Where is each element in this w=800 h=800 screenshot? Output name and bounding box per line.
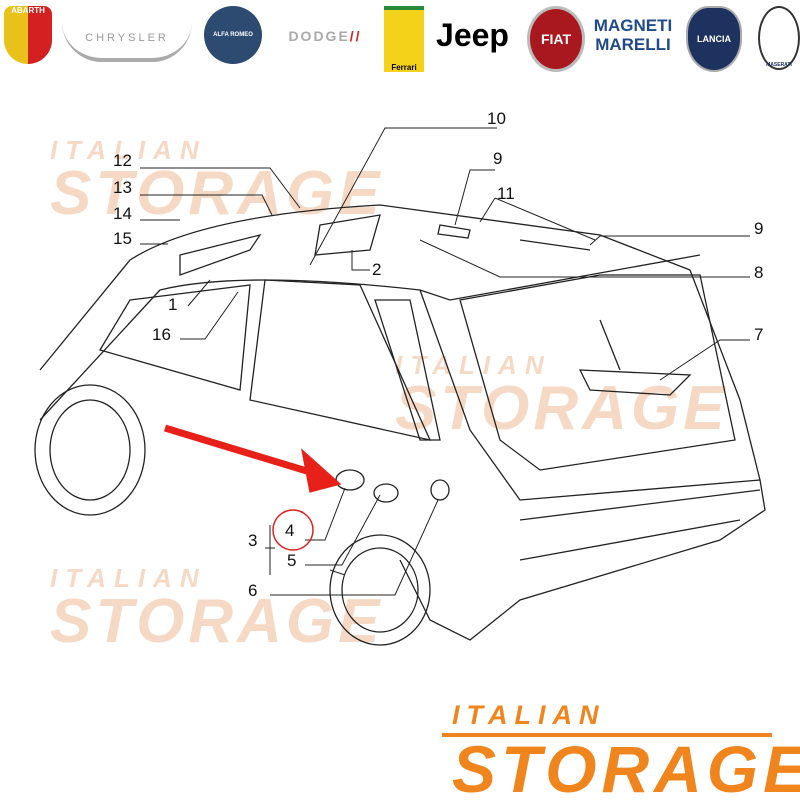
jeep-logo: Jeep (436, 16, 509, 53)
alfa-romeo-logo: ALFA ROMEO (204, 6, 262, 64)
chrysler-logo: CHRYSLER (62, 18, 192, 62)
callout-8: 8 (754, 263, 764, 282)
callout-13: 13 (113, 178, 132, 197)
callout-1: 1 (168, 295, 178, 314)
abarth-logo: ABARTH (4, 6, 52, 64)
callout-6: 6 (248, 581, 258, 600)
callout-7: 7 (754, 325, 764, 344)
callout-5: 5 (287, 551, 297, 570)
callout-2: 2 (372, 260, 382, 279)
callout-9: 9 (493, 149, 503, 168)
maserati-logo: MASERATI (758, 6, 800, 70)
callout-16: 16 (152, 325, 171, 344)
highlight-circle (272, 509, 314, 551)
red-arrow-icon (301, 448, 342, 493)
callout-14: 14 (113, 204, 132, 223)
ferrari-logo: Ferrari (384, 6, 424, 72)
callout-4: 4 (285, 521, 295, 540)
callout-12: 12 (113, 151, 132, 170)
magneti-marelli-logo: MAGNETI MARELLI (593, 16, 673, 54)
fiat-logo: FIAT (527, 6, 585, 72)
callout-15: 15 (113, 229, 132, 248)
lancia-logo: LANCIA (686, 6, 742, 72)
callout-10: 10 (487, 109, 506, 128)
callout-11: 11 (497, 184, 515, 203)
callout-3: 3 (248, 531, 258, 550)
dodge-logo: DODGE// (288, 28, 362, 44)
callout-9b: 9 (754, 219, 764, 238)
italian-storage-logo: ITALIAN STORAGE (442, 700, 800, 800)
brand-logo-strip: ABARTH CHRYSLER ALFA ROMEO DODGE// Ferra… (0, 0, 800, 72)
